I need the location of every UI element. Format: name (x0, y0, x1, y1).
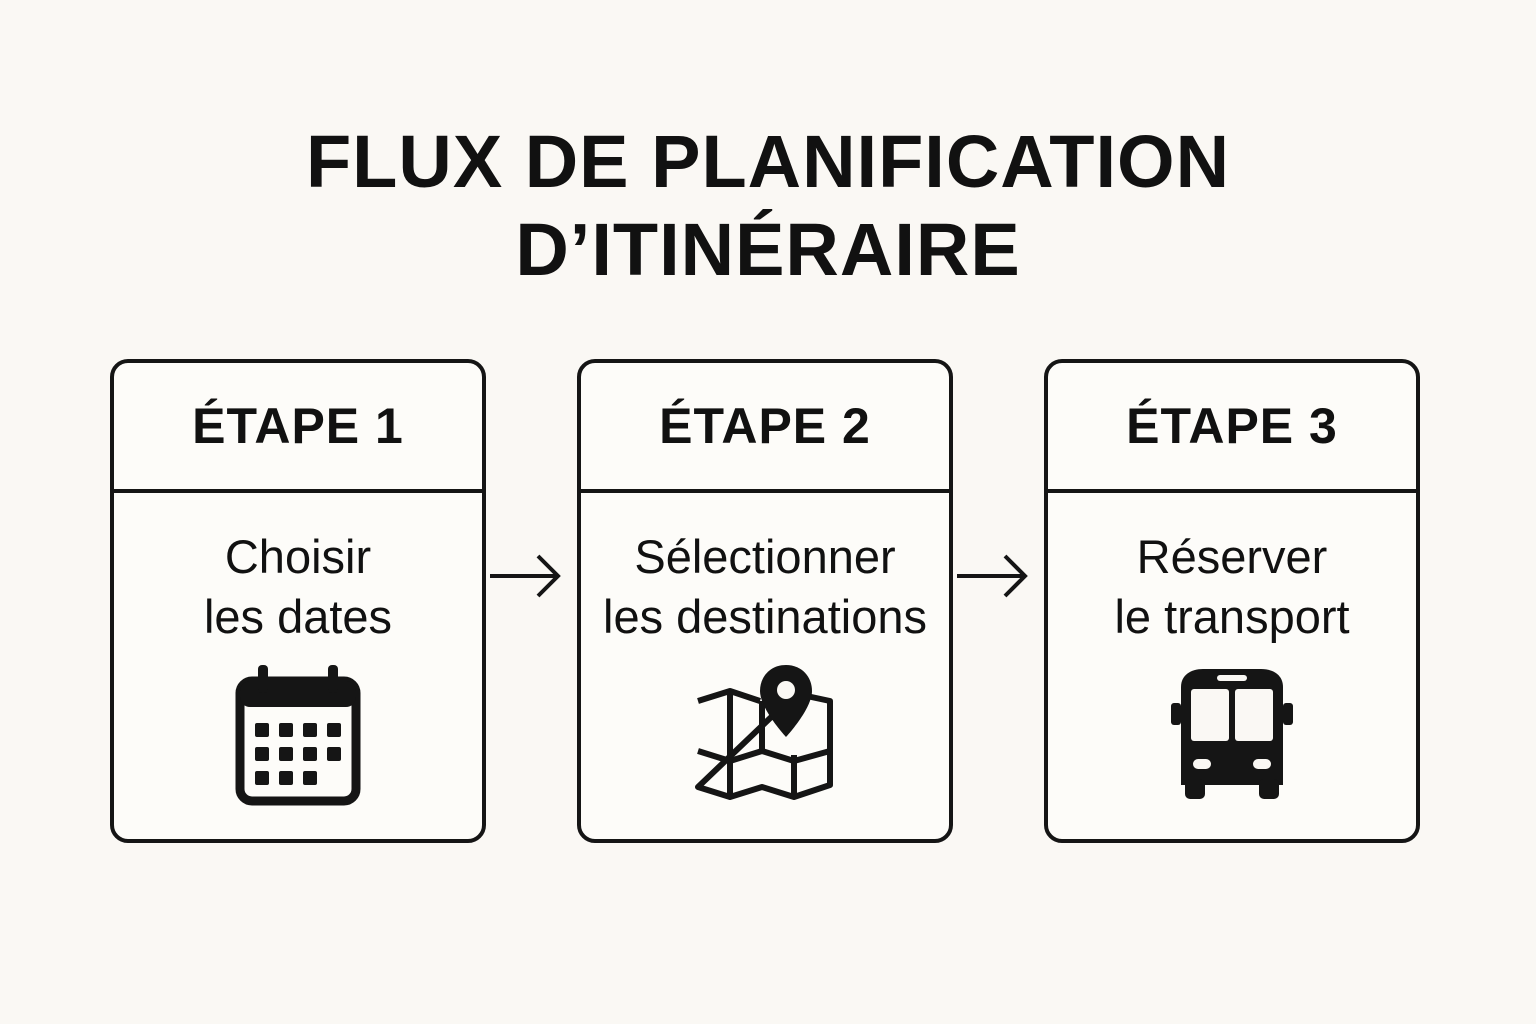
step-card-3: ÉTAPE 3 Réserver le transport (1044, 359, 1420, 843)
step-label: ÉTAPE 3 (1048, 363, 1416, 493)
step-description-line-1: Sélectionner (634, 530, 896, 583)
step-description: Choisir les dates (114, 527, 482, 647)
step-card-1: ÉTAPE 1 Choisir les dates (110, 359, 486, 843)
diagram-title: FLUX DE PLANIFICATION D’ITINÉRAIRE (0, 118, 1536, 294)
map-pin-icon (695, 665, 833, 800)
step-label: ÉTAPE 1 (114, 363, 482, 493)
step-description-line-2: le transport (1114, 590, 1350, 643)
arrow-right-icon (490, 554, 561, 598)
title-line-1: FLUX DE PLANIFICATION (305, 120, 1231, 203)
step-description-line-1: Réserver (1136, 530, 1328, 583)
step-description-line-2: les destinations (603, 590, 927, 643)
step-card-2: ÉTAPE 2 Sélectionner les destinations (577, 359, 953, 843)
step-description: Sélectionner les destinations (581, 527, 949, 647)
step-label: ÉTAPE 2 (581, 363, 949, 493)
step-description-line-1: Choisir (224, 530, 372, 583)
step-description-line-2: les dates (203, 590, 393, 643)
calendar-icon (235, 665, 361, 806)
arrow-right-icon (957, 554, 1028, 598)
bus-icon (1171, 669, 1293, 799)
title-line-2: D’ITINÉRAIRE (515, 208, 1021, 291)
step-description: Réserver le transport (1048, 527, 1416, 647)
